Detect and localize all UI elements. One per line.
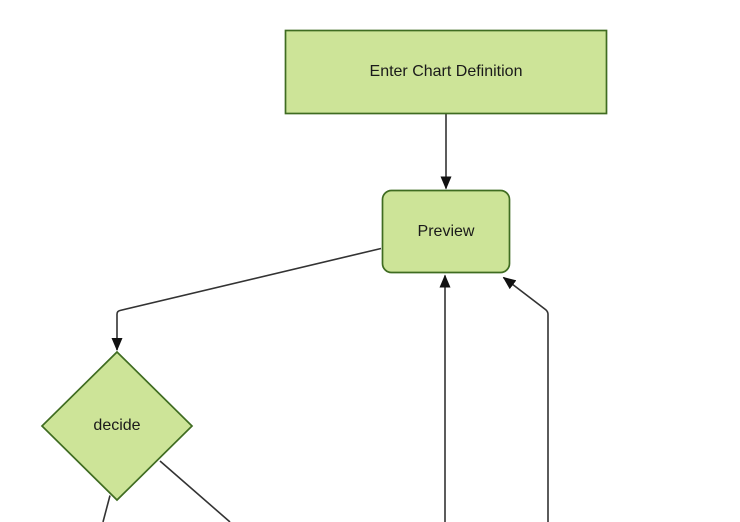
edge-decide-to-offscreen-left bbox=[102, 495, 111, 522]
node-enter-chart-definition bbox=[284, 29, 608, 115]
edge-preview-to-decide bbox=[111, 247, 382, 351]
node-decide bbox=[40, 350, 194, 502]
edge-decide-to-offscreen-right bbox=[159, 460, 231, 522]
edge-bottom-right-to-preview bbox=[502, 276, 549, 522]
node-preview bbox=[381, 189, 511, 274]
